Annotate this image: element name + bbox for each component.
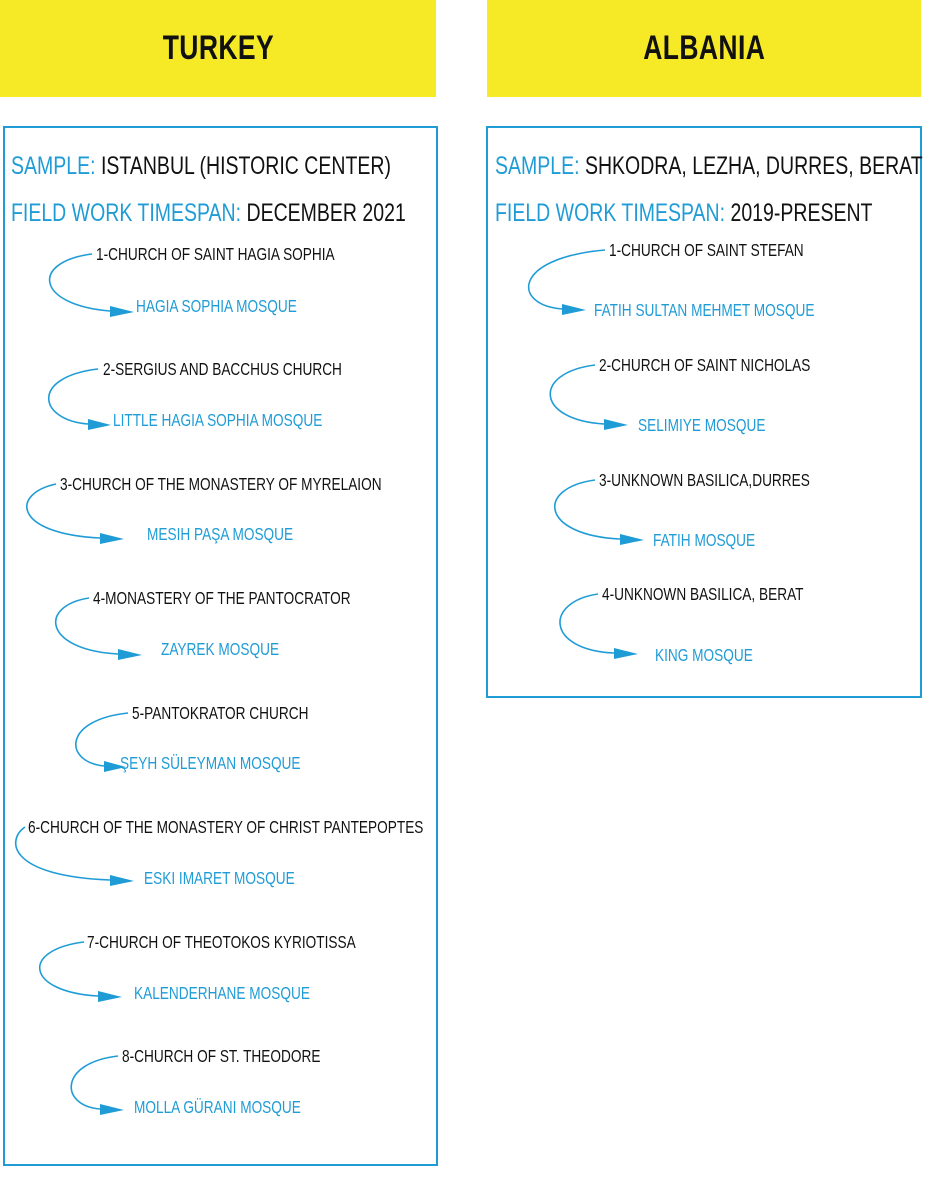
header-turkey: TURKEY	[0, 0, 436, 97]
turkey-sample-value: ISTANBUL (HISTORIC CENTER)	[100, 152, 391, 180]
albania-arrow-3-head	[620, 534, 644, 545]
turkey-church-1: 1-CHURCH OF SAINT HAGIA SOPHIA	[96, 244, 335, 264]
albania-arrow-3	[554, 479, 644, 545]
turkey-arrow-5-head	[104, 761, 126, 772]
albania-church-2: 2-CHURCH OF SAINT NICHOLAS	[599, 355, 811, 375]
turkey-church-2: 2-SERGIUS AND BACCHUS CHURCH	[103, 359, 342, 379]
turkey-arrow-1-curve	[48, 253, 111, 312]
turkey-arrow-7	[39, 941, 122, 1002]
turkey-arrow-7-head	[98, 991, 122, 1002]
turkey-arrow-7-curve	[39, 941, 99, 997]
turkey-mosque-6: ESKI IMARET MOSQUE	[144, 868, 295, 888]
albania-mosque-1: FATIH SULTAN MEHMET MOSQUE	[594, 300, 815, 320]
header-albania: ALBANIA	[487, 0, 921, 97]
turkey-arrow-4	[54, 597, 142, 660]
turkey-church-6: 6-CHURCH OF THE MONASTERY OF CHRIST PANT…	[28, 817, 424, 837]
turkey-arrow-3-curve	[26, 483, 101, 539]
turkey-mosque-5: ŞEYH SÜLEYMAN MOSQUE	[120, 753, 301, 773]
turkey-mosque-8: MOLLA GÜRANI MOSQUE	[134, 1097, 301, 1117]
turkey-arrow-8-curve	[70, 1055, 119, 1110]
panel-turkey	[3, 126, 438, 1166]
turkey-arrow-3-head	[100, 533, 124, 544]
albania-arrow-2-head	[604, 419, 628, 430]
albania-arrow-1	[527, 249, 606, 315]
turkey-mosque-1: HAGIA SOPHIA MOSQUE	[136, 296, 297, 316]
turkey-arrow-5	[75, 712, 129, 772]
turkey-sample-label: SAMPLE:	[11, 152, 96, 180]
albania-arrow-3-curve	[554, 479, 621, 540]
albania-sample-value: SHKODRA, LEZHA, DURRES, BERAT	[584, 152, 923, 180]
albania-church-4: 4-UNKNOWN BASILICA, BERAT	[602, 584, 804, 604]
turkey-church-7: 7-CHURCH OF THEOTOKOS KYRIOTISSA	[87, 932, 356, 952]
turkey-arrow-5-curve	[75, 712, 129, 767]
turkey-timespan-label: FIELD WORK TIMESPAN:	[11, 199, 242, 227]
panel-albania	[486, 126, 922, 698]
header-turkey-label: TURKEY	[162, 29, 274, 67]
turkey-arrow-8	[70, 1055, 124, 1115]
turkey-arrow-3	[26, 483, 124, 544]
albania-arrow-4-curve	[559, 593, 615, 654]
turkey-church-5: 5-PANTOKRATOR CHURCH	[132, 703, 309, 723]
albania-arrow-2-curve	[549, 364, 605, 425]
albania-mosque-3: FATIH MOSQUE	[653, 530, 756, 550]
turkey-church-4: 4-MONASTERY OF THE PANTOCRATOR	[93, 588, 351, 608]
albania-timespan-label: FIELD WORK TIMESPAN:	[495, 199, 726, 227]
turkey-arrow-4-curve	[54, 597, 119, 655]
turkey-arrow-2-head	[88, 419, 111, 430]
albania-church-1: 1-CHURCH OF SAINT STEFAN	[609, 240, 804, 260]
turkey-arrow-2	[48, 368, 111, 430]
albania-arrow-1-curve	[527, 249, 606, 310]
turkey-mosque-7: KALENDERHANE MOSQUE	[134, 983, 310, 1003]
albania-church-3: 3-UNKNOWN BASILICA,DURRES	[599, 470, 810, 490]
turkey-arrow-6-curve	[14, 826, 111, 881]
albania-timespan-line: FIELD WORK TIMESPAN: 2019-PRESENT	[495, 199, 872, 227]
turkey-arrow-2-curve	[48, 368, 99, 425]
turkey-mosque-2: LITTLE HAGIA SOPHIA MOSQUE	[113, 410, 323, 430]
albania-arrow-1-head	[562, 304, 586, 315]
turkey-arrow-1	[48, 253, 134, 317]
turkey-arrow-8-head	[100, 1104, 124, 1115]
turkey-sample-line: SAMPLE: ISTANBUL (HISTORIC CENTER)	[11, 152, 391, 180]
turkey-mosque-3: MESIH PAŞA MOSQUE	[147, 524, 294, 544]
albania-arrow-4	[559, 593, 638, 659]
header-albania-label: ALBANIA	[642, 29, 766, 67]
turkey-church-8: 8-CHURCH OF ST. THEODORE	[122, 1046, 321, 1066]
turkey-arrow-4-head	[118, 649, 142, 660]
albania-mosque-2: SELIMIYE MOSQUE	[638, 415, 766, 435]
turkey-timespan-value: DECEMBER 2021	[246, 199, 406, 227]
albania-mosque-4: KING MOSQUE	[655, 645, 753, 665]
turkey-timespan-line: FIELD WORK TIMESPAN: DECEMBER 2021	[11, 199, 406, 227]
turkey-church-3: 3-CHURCH OF THE MONASTERY OF MYRELAION	[60, 474, 382, 494]
turkey-arrow-1-head	[110, 306, 134, 317]
albania-arrow-2	[549, 364, 628, 430]
albania-arrow-4-head	[614, 648, 638, 659]
turkey-arrow-6-head	[110, 875, 134, 886]
albania-timespan-value: 2019-PRESENT	[730, 199, 873, 227]
turkey-arrow-6	[14, 826, 134, 886]
turkey-mosque-4: ZAYREK MOSQUE	[161, 639, 280, 659]
albania-sample-line: SAMPLE: SHKODRA, LEZHA, DURRES, BERAT	[495, 152, 923, 180]
albania-sample-label: SAMPLE:	[495, 152, 580, 180]
